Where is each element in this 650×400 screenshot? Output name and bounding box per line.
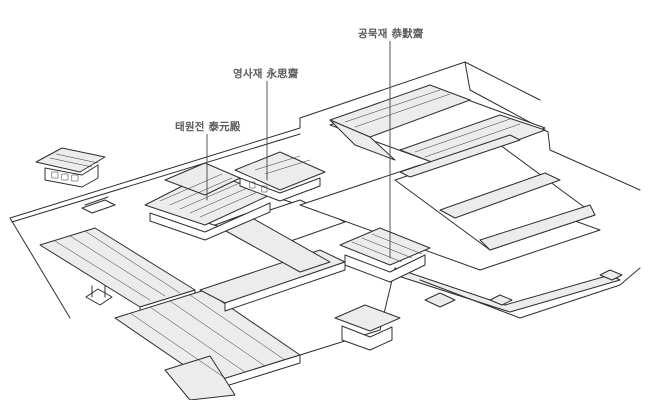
yeongsajae-building <box>234 151 326 202</box>
label-taewonjeon-hanja: 泰元殿 <box>208 121 241 133</box>
square-pavilion <box>85 285 113 306</box>
label-yeongsajae-ko: 영사재 <box>233 68 263 80</box>
label-gongmukjae-hanja: 恭默齋 <box>391 28 424 40</box>
label-taewonjeon: 태원전 泰元殿 <box>174 119 242 134</box>
label-yeongsajae-hanja: 永思齋 <box>266 68 299 80</box>
outer-wall <box>9 61 641 319</box>
northeast-courtyard <box>329 84 596 251</box>
label-gongmukjae-ko: 공묵재 <box>358 28 388 40</box>
label-yeongsajae: 영사재 永思齋 <box>232 66 300 81</box>
label-gongmukjae: 공묵재 恭默齋 <box>357 26 425 41</box>
west-corridor <box>39 227 301 400</box>
label-taewonjeon-ko: 태원전 <box>175 121 205 133</box>
leader-lines <box>206 39 391 259</box>
gongmukjae-building <box>339 227 431 283</box>
south-gate <box>334 269 623 351</box>
center-corridor <box>199 213 346 312</box>
small-pavilion <box>35 147 116 214</box>
